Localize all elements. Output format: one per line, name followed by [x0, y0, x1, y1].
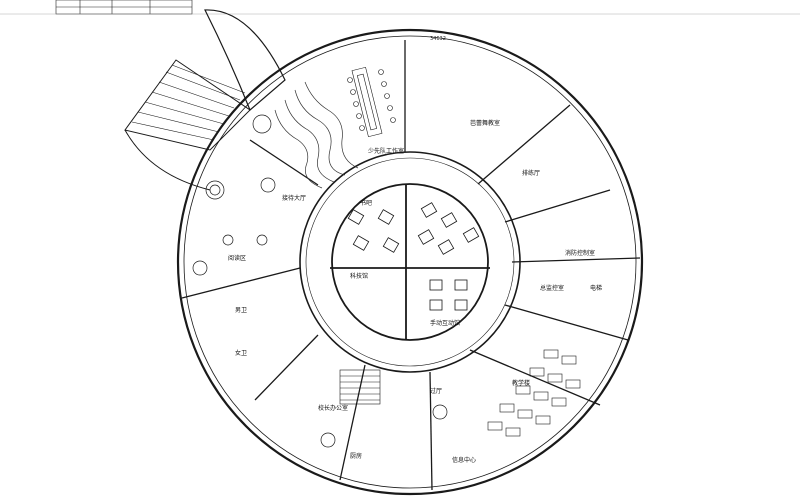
label-kitchen: 厨房 — [350, 452, 362, 460]
label-female-wc: 女卫 — [235, 349, 247, 357]
title-ref: 34632 — [430, 36, 446, 42]
core-wall — [331, 183, 489, 341]
lobby-furniture — [192, 114, 448, 448]
label-lobby: 接待大厅 — [282, 194, 306, 202]
stairs — [339, 369, 381, 405]
label-classroom: 教学楼 — [512, 379, 530, 387]
wavy-stream — [274, 81, 359, 189]
label-reading: 阅读区 — [228, 254, 246, 262]
label-fire-control: 消防控制室 — [565, 249, 595, 257]
outer-walls — [176, 28, 644, 496]
label-youth-work: 少先队工作室 — [368, 147, 404, 155]
inner-court-wall — [299, 151, 521, 373]
label-rehearsal: 排练厅 — [522, 169, 540, 177]
label-principal: 校长办公室 — [318, 404, 348, 412]
youth-table — [347, 66, 396, 138]
core-tables — [347, 202, 480, 311]
label-main-control: 总监控室 — [540, 284, 564, 292]
title-block — [55, 0, 193, 15]
label-bookbar: 书吧 — [360, 199, 372, 207]
radial-walls — [181, 40, 641, 491]
label-male-wc: 男卫 — [235, 307, 247, 314]
label-corridor: 过厅 — [430, 387, 442, 395]
label-interactive: 手动互动馆 — [430, 319, 460, 327]
label-tech-hall: 科技馆 — [350, 272, 368, 280]
label-ballet: 芭蕾舞教室 — [470, 119, 500, 127]
classroom-desks — [487, 349, 581, 437]
label-info: 信息中心 — [452, 456, 476, 464]
label-elevator: 电梯 — [590, 284, 602, 292]
grandstand — [124, 9, 286, 191]
